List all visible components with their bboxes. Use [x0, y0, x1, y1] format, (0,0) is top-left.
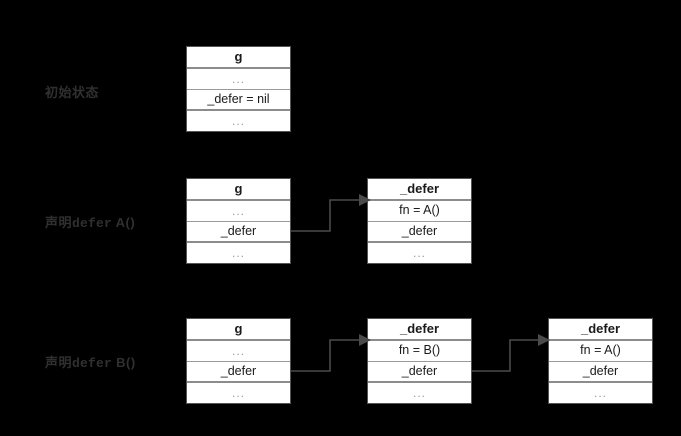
struct-cell-ellipsis-bottom: ... [187, 111, 290, 131]
arrow-g-to-defer-a [291, 194, 371, 232]
struct-cell-ellipsis-top: ... [187, 200, 290, 222]
struct-cell-defer: _defer [368, 221, 471, 244]
g-struct-initial: g ... _defer = nil ... [186, 46, 291, 132]
row-label-suffix: B() [112, 355, 136, 370]
arrow-head [359, 194, 371, 206]
defer-record-a2: _defer fn = A() _defer ... [548, 318, 653, 404]
struct-cell-ellipsis-top: ... [187, 68, 290, 90]
row-label-declare-defer-b: 声明defer B() [45, 356, 136, 370]
g-struct-defer-b: g ... _defer ... [186, 318, 291, 404]
struct-cell-fn: fn = B() [368, 340, 471, 362]
struct-cell-ellipsis-bottom: ... [549, 383, 652, 403]
defer-record-b: _defer fn = B() _defer ... [367, 318, 472, 404]
struct-cell-defer: _defer [549, 361, 652, 384]
struct-header: _defer [368, 319, 471, 341]
struct-cell-defer: _defer [187, 361, 290, 384]
row-label-declare-defer-a: 声明defer A() [45, 216, 135, 230]
struct-cell-defer: _defer = nil [187, 89, 290, 112]
row-label-keyword: defer [72, 356, 113, 371]
row-label-text: 声明 [45, 355, 73, 370]
arrow-line [291, 199, 359, 232]
defer-record-a: _defer fn = A() _defer ... [367, 178, 472, 264]
struct-cell-fn: fn = A() [368, 200, 471, 222]
arrow-g-to-defer-b [291, 334, 371, 372]
struct-cell-ellipsis-bottom: ... [368, 243, 471, 263]
g-struct-defer-a: g ... _defer ... [186, 178, 291, 264]
struct-header: _defer [368, 179, 471, 201]
row-label-text: 初始状态 [45, 85, 100, 100]
struct-header: g [187, 47, 290, 69]
struct-cell-ellipsis-bottom: ... [187, 383, 290, 403]
arrow-head [359, 334, 371, 346]
struct-cell-ellipsis-bottom: ... [368, 383, 471, 403]
row-label-keyword: defer [72, 216, 113, 231]
arrow-defer-b-to-defer-a [472, 334, 550, 372]
row-label-suffix: A() [112, 215, 136, 230]
struct-header: _defer [549, 319, 652, 341]
struct-cell-fn: fn = A() [549, 340, 652, 362]
row-label-text: 声明 [45, 215, 73, 230]
struct-cell-defer: _defer [368, 361, 471, 384]
struct-cell-defer: _defer [187, 221, 290, 244]
struct-cell-ellipsis-top: ... [187, 340, 290, 362]
arrow-line [291, 339, 359, 372]
row-label-initial-state: 初始状态 [45, 86, 99, 100]
struct-header: g [187, 179, 290, 201]
arrow-head [538, 334, 550, 346]
struct-cell-ellipsis-bottom: ... [187, 243, 290, 263]
struct-header: g [187, 319, 290, 341]
arrow-line [472, 339, 538, 372]
